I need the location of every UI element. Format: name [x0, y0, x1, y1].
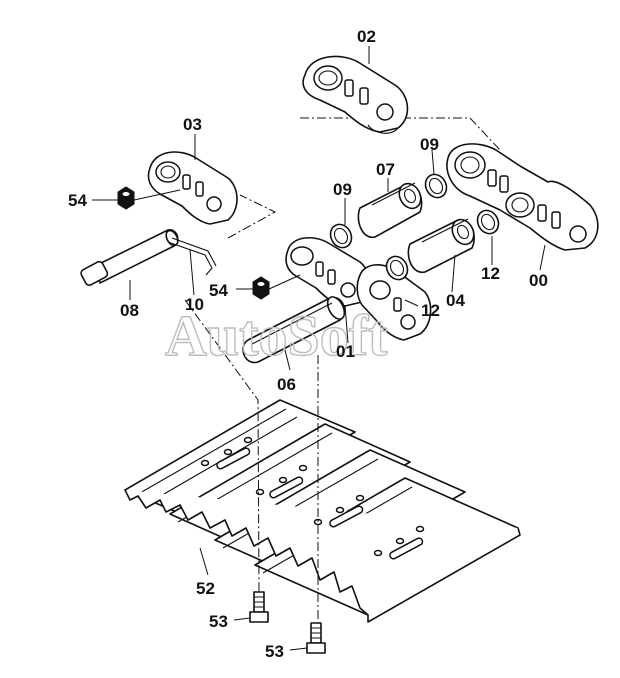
seal-ring-12-centre [385, 255, 409, 281]
label-52: 52 [196, 579, 215, 598]
bolt-53-upper [249, 591, 269, 623]
seal-ring-09-lower [329, 223, 353, 249]
label-53-upper: 53 [209, 612, 228, 631]
pin-06 [242, 296, 346, 364]
label-12-centre: 12 [421, 301, 440, 320]
label-04: 04 [446, 291, 465, 310]
label-06: 06 [277, 375, 296, 394]
link-03 [147, 151, 238, 225]
link-00 [446, 143, 599, 251]
label-54-upper: 54 [68, 191, 87, 210]
nut-54-lower [252, 276, 270, 300]
label-01: 01 [336, 342, 355, 361]
seal-ring-09-upper [424, 173, 448, 199]
label-07: 07 [376, 160, 395, 179]
label-03: 03 [183, 115, 202, 134]
link-02 [302, 55, 409, 134]
label-10: 10 [185, 295, 204, 314]
link-01 [285, 237, 371, 307]
seal-ring-12-right [476, 209, 500, 235]
part-labels: 02 03 09 07 09 54 08 10 54 12 04 12 00 0… [68, 27, 548, 661]
link-12 [356, 264, 432, 341]
label-53-lower: 53 [265, 642, 284, 661]
watermark: AutoSoft [165, 303, 388, 368]
spring-pin-10 [167, 237, 217, 276]
bolt-53-lower [306, 622, 326, 654]
label-09-upper: 09 [420, 135, 439, 154]
label-00: 00 [529, 271, 548, 290]
label-08: 08 [120, 301, 139, 320]
label-09-lower: 09 [333, 180, 352, 199]
label-54-lower: 54 [209, 281, 228, 300]
nut-54-upper [117, 186, 135, 210]
bushing-04 [407, 218, 475, 273]
label-12-right: 12 [481, 264, 500, 283]
leader-lines [92, 46, 546, 651]
track-shoe-52 [124, 399, 521, 623]
label-02: 02 [357, 27, 376, 46]
pin-08 [80, 229, 179, 286]
bushing-07 [357, 182, 423, 238]
